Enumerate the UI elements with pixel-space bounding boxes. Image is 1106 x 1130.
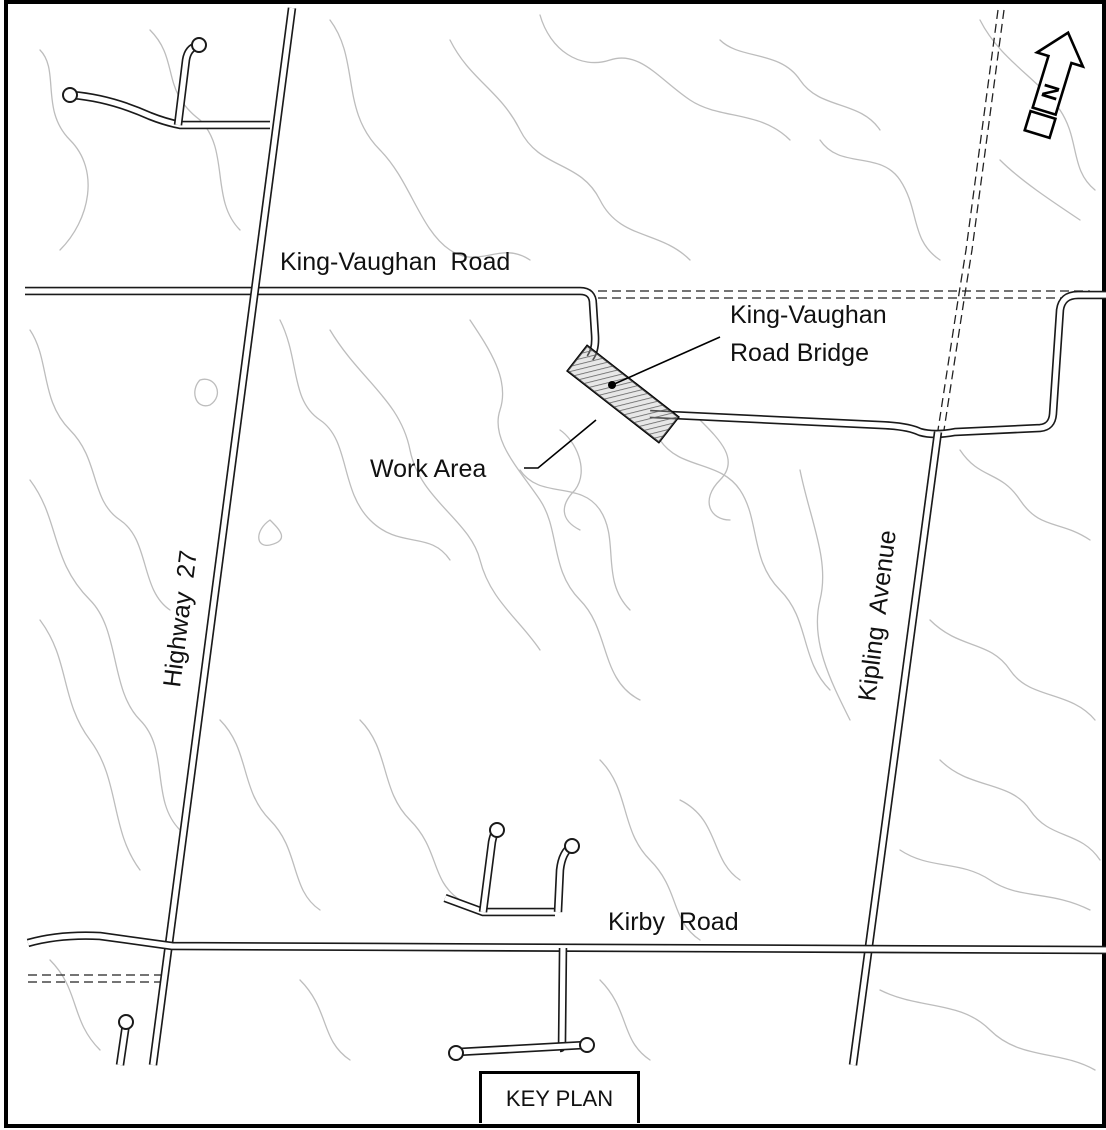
cul-de-sac-ends <box>62 37 595 1061</box>
work-area-leader-line <box>524 419 597 469</box>
label-highway-27: Highway 27 <box>158 549 203 689</box>
work-area-marker <box>566 344 680 444</box>
label-kirby-road: Kirby Road <box>608 908 739 936</box>
label-bridge-line1: King-Vaughan <box>730 301 887 329</box>
roads <box>25 7 1106 1066</box>
railway-lines <box>28 9 1090 983</box>
label-bridge-line2: Road Bridge <box>730 339 869 367</box>
road-king-vaughan-outline <box>25 286 1106 439</box>
label-work-area: Work Area <box>370 455 486 483</box>
key-plan-title: KEY PLAN <box>505 1085 614 1111</box>
map-frame <box>4 0 1106 1128</box>
label-kipling-avenue: Kipling Avenue <box>853 529 902 703</box>
bridge-leader-line <box>611 336 721 386</box>
key-plan-title-box: KEY PLAN <box>479 1071 640 1123</box>
contour-lines <box>29 14 1101 1071</box>
north-arrow-letter: N <box>1036 81 1065 104</box>
label-king-vaughan-road: King-Vaughan Road <box>280 248 510 276</box>
north-arrow-icon: N <box>1023 30 1086 140</box>
